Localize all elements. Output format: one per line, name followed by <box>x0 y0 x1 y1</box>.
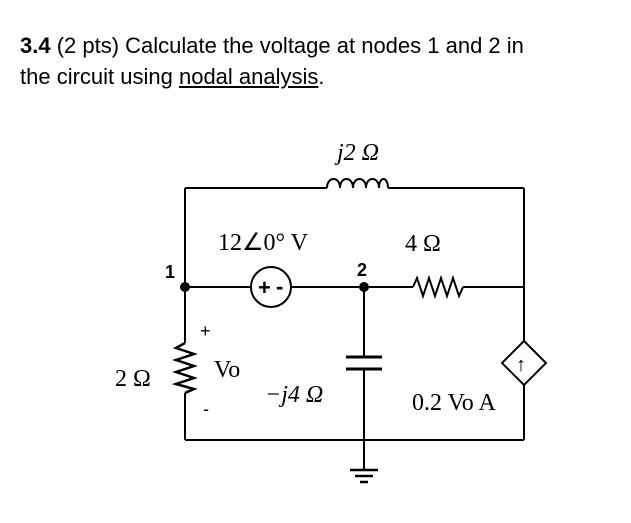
question-line-2: the circuit using nodal analysis. <box>20 61 620 92</box>
node-2-label: 2 <box>357 260 367 280</box>
question-points: (2 pts) Calculate the voltage at nodes 1… <box>50 33 524 58</box>
inductor-symbol <box>326 178 389 189</box>
question-number: 3.4 <box>20 33 51 58</box>
capacitor-label: −j4 Ω <box>265 382 323 408</box>
node-2-dot <box>359 282 369 292</box>
voltage-source-plus: + <box>258 275 271 300</box>
vo-label: Vo <box>214 357 240 383</box>
voltage-source-minus: - <box>276 274 283 299</box>
circuit-wires <box>184 187 525 470</box>
resistor-4-label: 4 Ω <box>405 231 441 257</box>
resistor-2-label: 2 Ω <box>115 366 151 392</box>
voltage-source-symbol <box>250 266 292 308</box>
resistor-2-symbol <box>171 341 198 395</box>
ground-symbol <box>350 468 378 484</box>
dependent-source-symbol <box>500 339 548 387</box>
question-line-1: 3.4 (2 pts) Calculate the voltage at nod… <box>20 30 620 61</box>
vo-minus-sign: - <box>203 399 209 419</box>
node-1-label: 1 <box>165 262 175 282</box>
dependent-source-label: 0.2 Vo A <box>412 390 496 416</box>
vo-plus-sign: + <box>200 321 211 341</box>
node-1-dot <box>180 282 190 292</box>
voltage-source-label: 12∠0° V <box>218 230 309 256</box>
dependent-source-arrow-icon: ↑ <box>516 354 526 376</box>
inductor-label: j2 Ω <box>334 140 379 166</box>
resistor-4-symbol <box>412 274 464 300</box>
question-method: nodal analysis <box>178 64 319 89</box>
question-line2-prefix: the circuit using <box>20 64 179 89</box>
question-text: 3.4 (2 pts) Calculate the voltage at nod… <box>20 30 620 92</box>
question-line2-suffix: . <box>318 64 325 89</box>
